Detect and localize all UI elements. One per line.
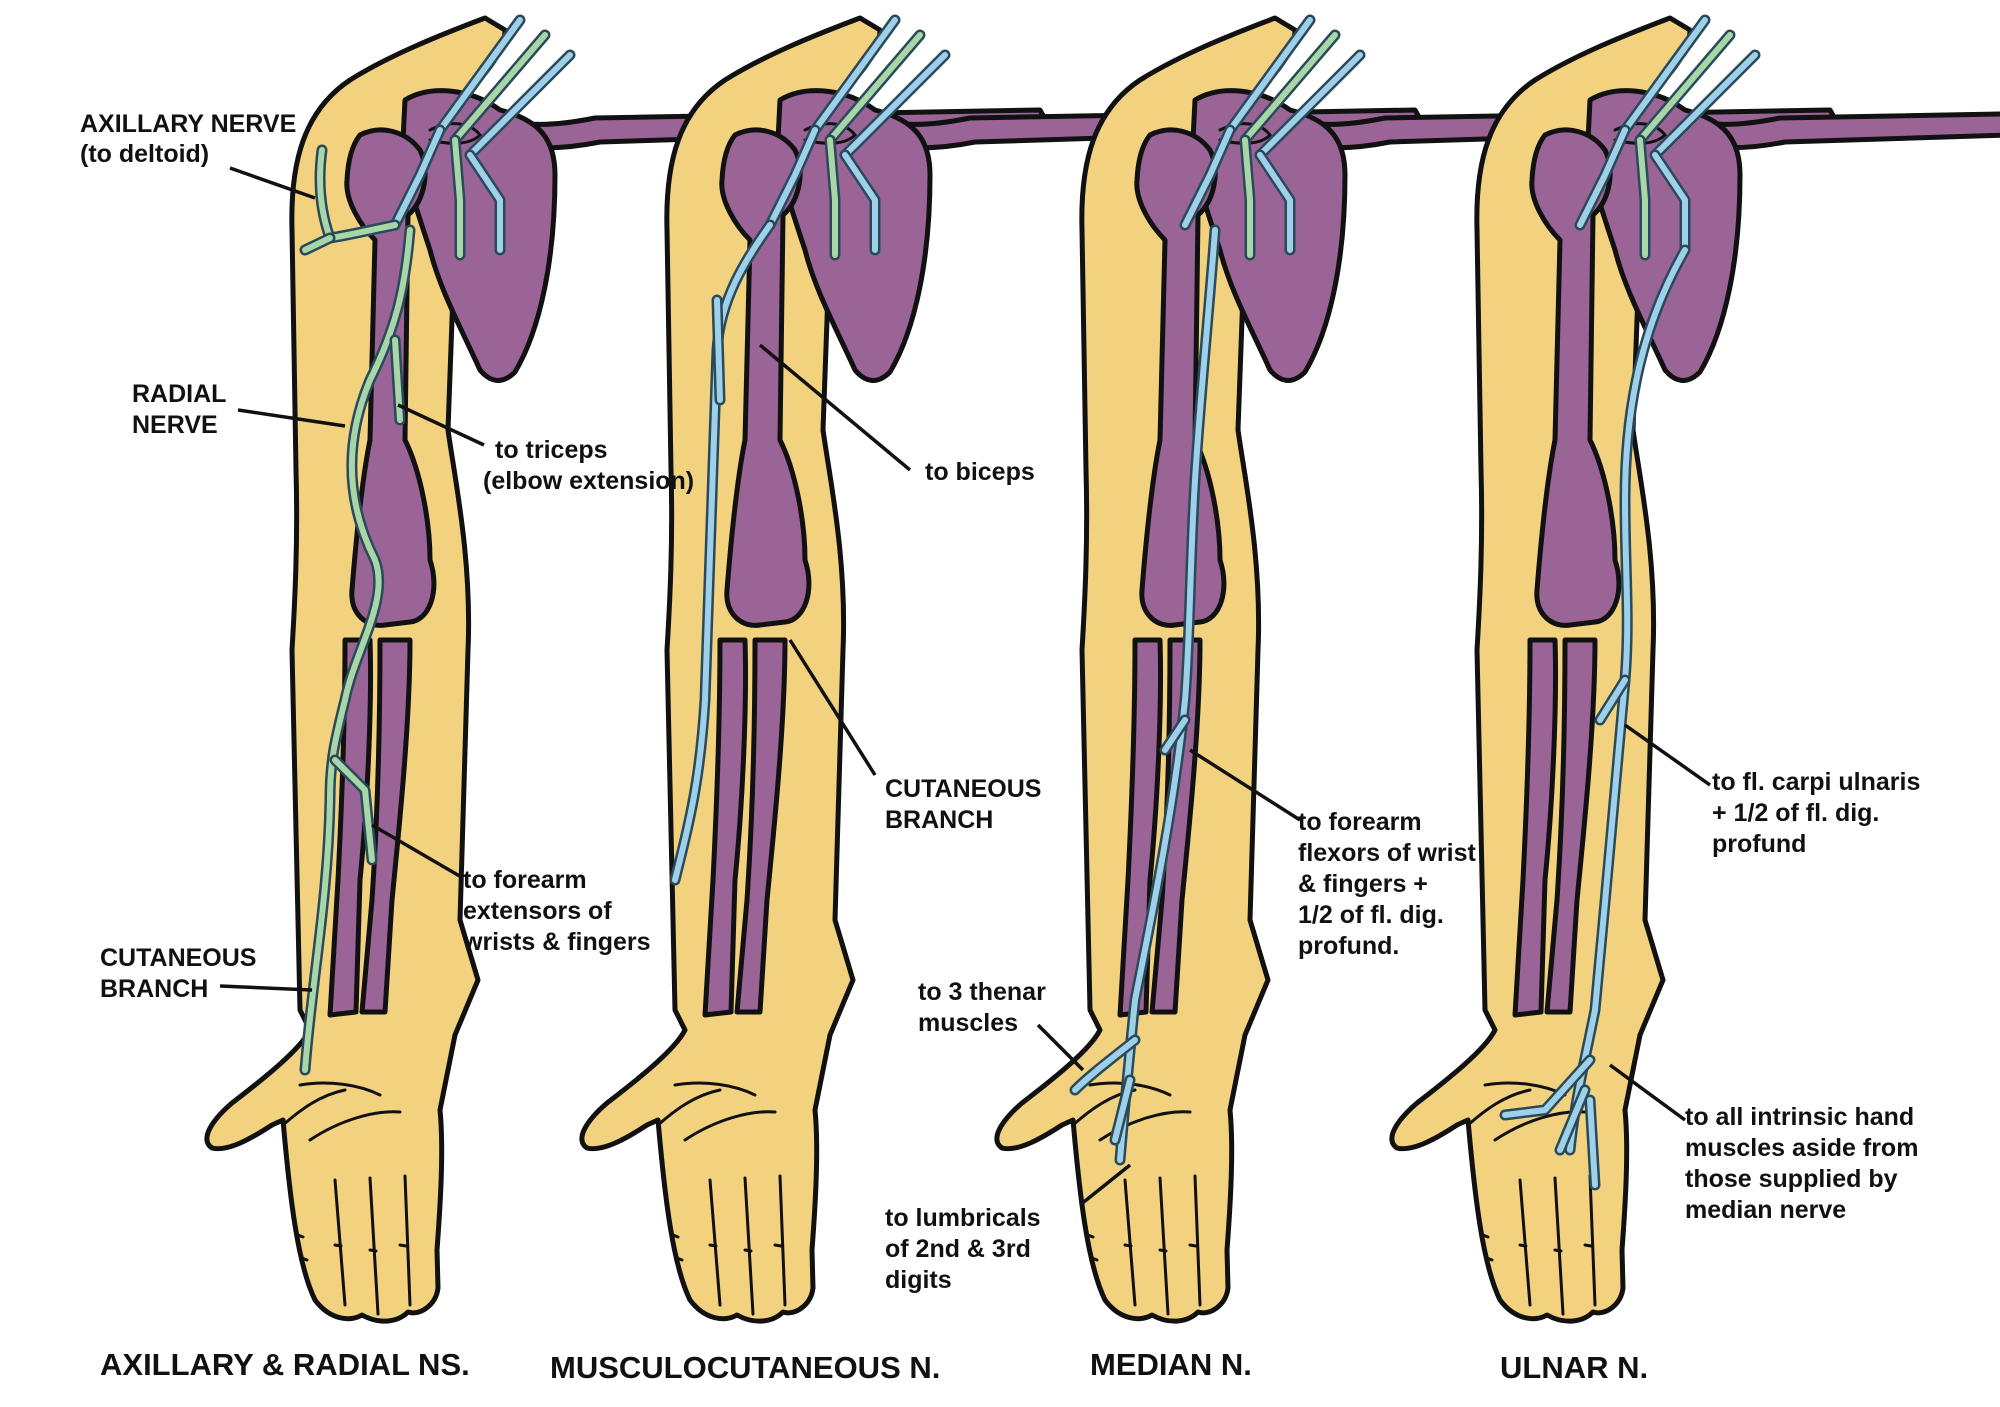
panel-ulnar	[1392, 18, 2000, 1321]
label-to-forearm-flexors: to forearm flexors of wrist & fingers + …	[1298, 808, 1483, 960]
label-cutaneous-branch-radial: CUTANEOUS BRANCH	[100, 944, 263, 1003]
label-to-intrinsic-hand-muscles: to all intrinsic hand muscles aside from…	[1685, 1103, 1925, 1224]
label-to-forearm-extensors: to forearm extensors of wrists & fingers	[462, 866, 651, 956]
label-to-biceps: to biceps	[925, 458, 1035, 486]
panel-axillary-radial	[207, 18, 1050, 1321]
label-to-triceps: to triceps (elbow extension)	[483, 436, 694, 495]
label-radial-nerve: RADIAL NERVE	[132, 380, 233, 439]
title-median: MEDIAN N.	[1090, 1347, 1252, 1382]
panel-median	[997, 18, 1840, 1321]
title-musculocutaneous: MUSCULOCUTANEOUS N.	[550, 1350, 940, 1385]
label-cutaneous-branch-musculocutaneous: CUTANEOUS BRANCH	[885, 775, 1048, 834]
label-to-thenar-muscles: to 3 thenar muscles	[918, 978, 1053, 1037]
label-to-lumbricals: to lumbricals of 2nd & 3rd digits	[885, 1204, 1048, 1294]
title-axillary-radial: AXILLARY & RADIAL NS.	[100, 1347, 470, 1382]
panel-musculocutaneous	[582, 18, 1425, 1321]
label-to-fl-carpi-ulnaris: to fl. carpi ulnaris + 1/2 of fl. dig. p…	[1712, 768, 1927, 858]
leader-lines	[219, 166, 1712, 1207]
title-ulnar: ULNAR N.	[1500, 1350, 1648, 1385]
label-axillary-nerve: AXILLARY NERVE (to deltoid)	[80, 110, 303, 168]
